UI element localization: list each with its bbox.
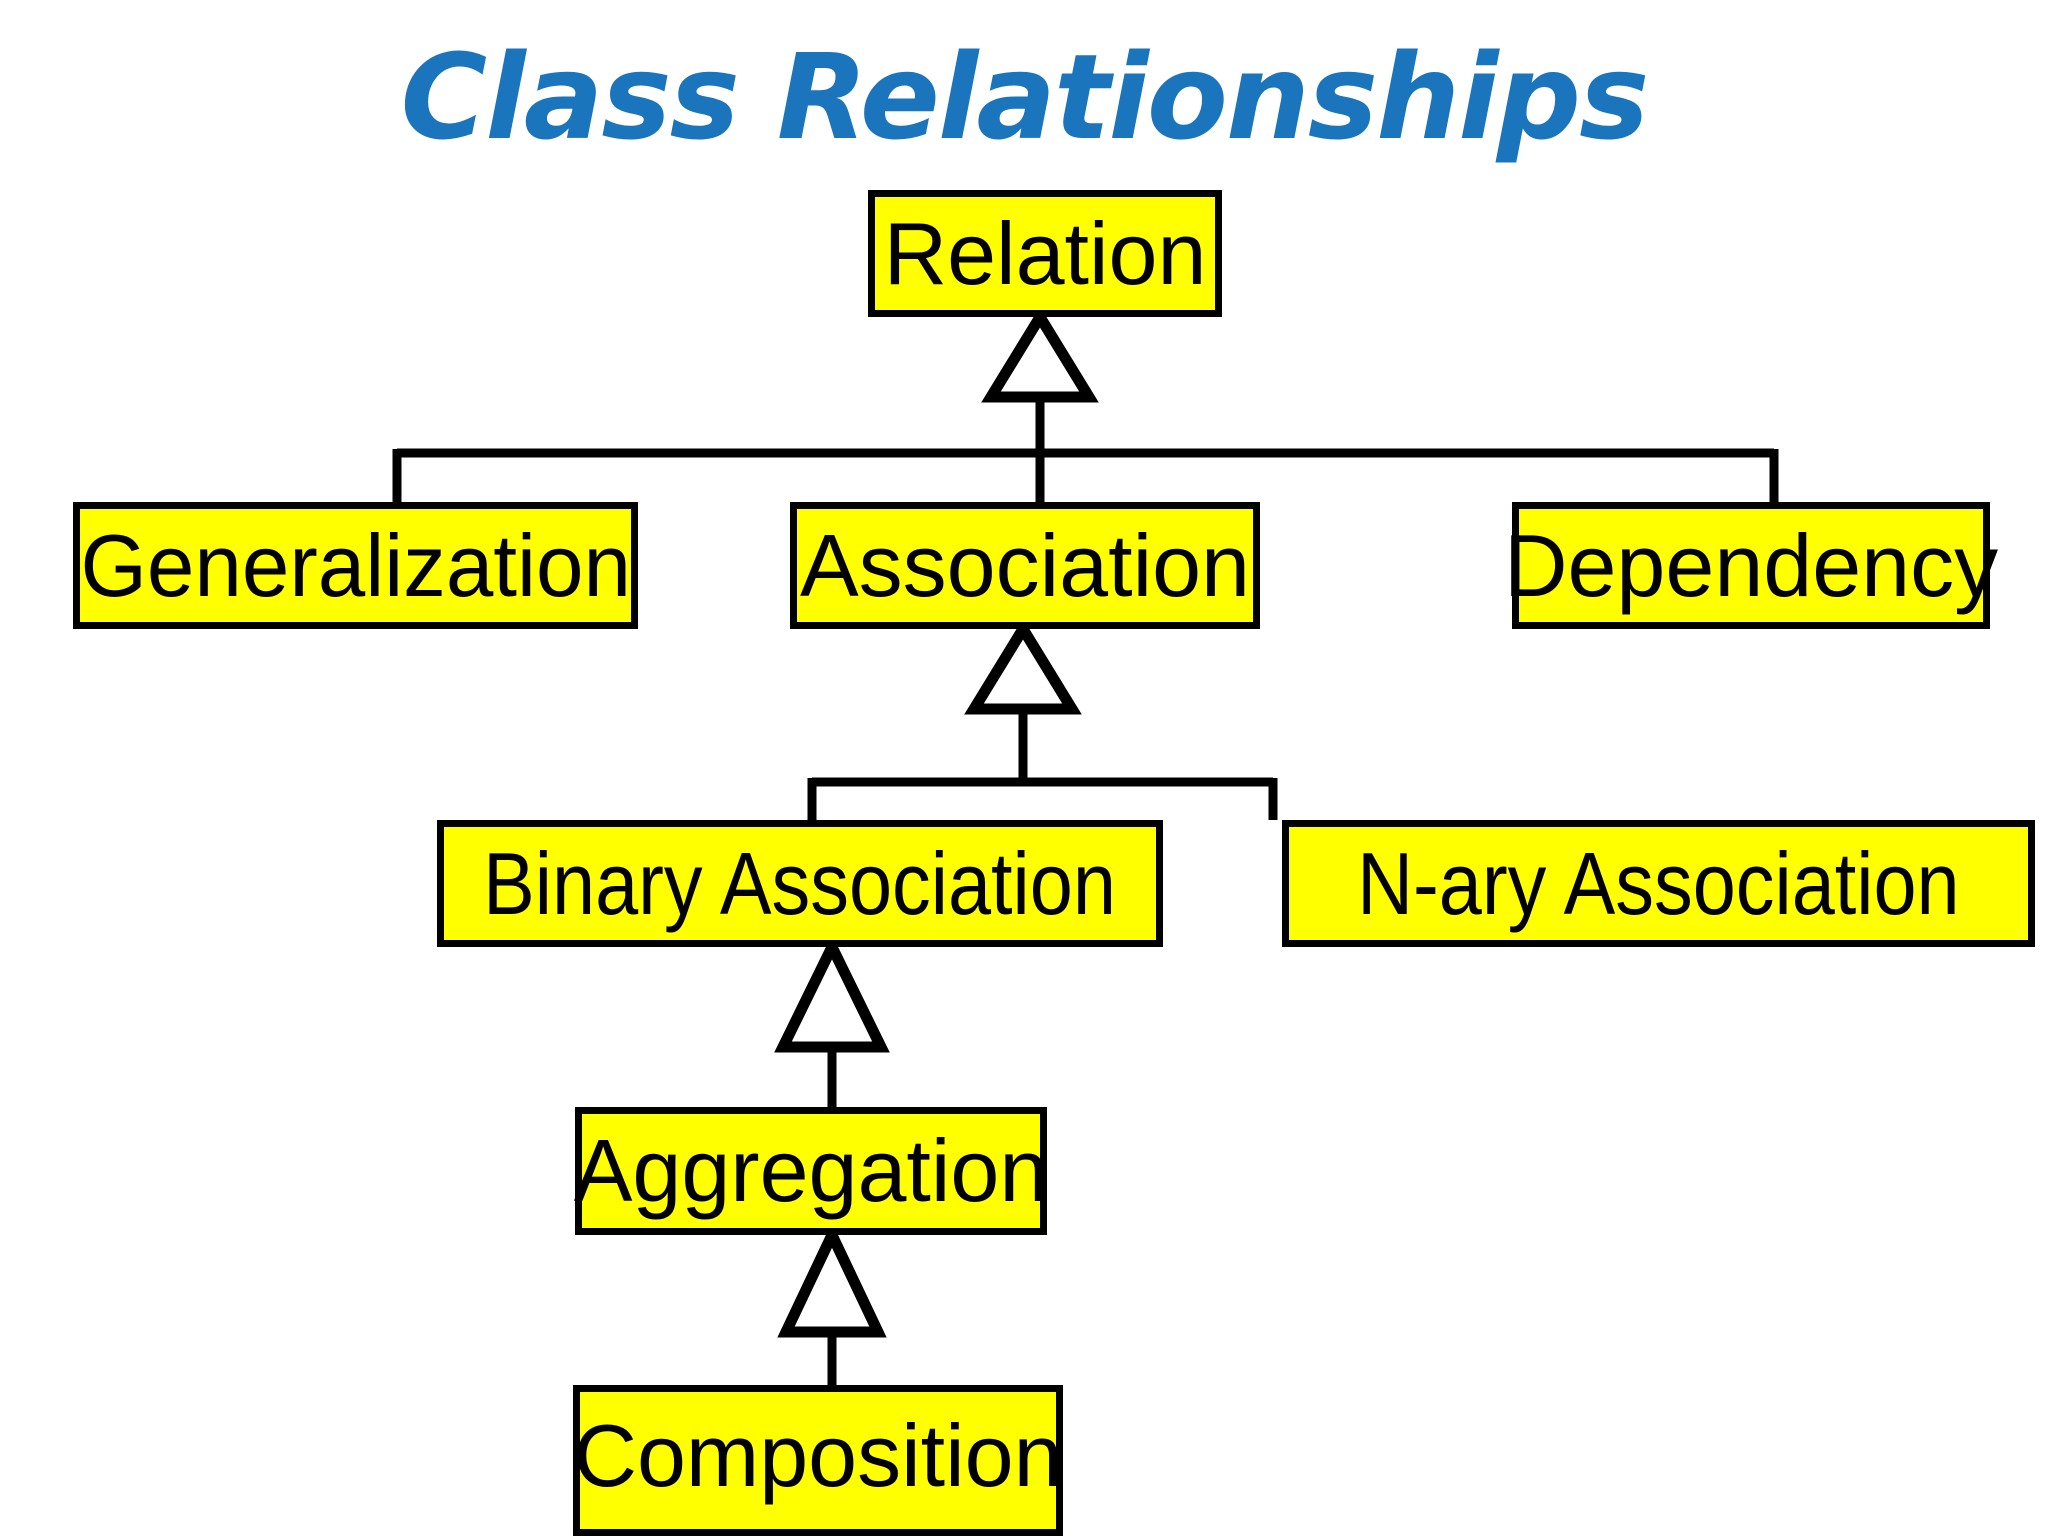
node-aggregation-label: Aggregation <box>573 1121 1049 1220</box>
node-relation[interactable]: Relation <box>868 190 1222 317</box>
generalization-arrow-relation <box>981 306 1099 403</box>
node-binary-association-label: Binary Association <box>483 833 1117 933</box>
node-association-label: Association <box>799 515 1250 615</box>
generalization-arrow-binary <box>774 934 890 1053</box>
node-relation-label: Relation <box>883 203 1207 303</box>
node-dependency-label: Dependency <box>1503 515 1999 615</box>
generalization-arrow-association <box>964 618 1082 715</box>
node-generalization-label: Generalization <box>80 515 631 615</box>
page-title: Class Relationships <box>400 28 1650 166</box>
node-nary-association[interactable]: N-ary Association <box>1282 820 2035 947</box>
generalization-arrow-aggregation <box>777 1222 887 1338</box>
node-dependency[interactable]: Dependency <box>1504 502 1998 629</box>
node-association[interactable]: Association <box>790 502 1260 629</box>
node-aggregation[interactable]: Aggregation <box>573 1107 1049 1235</box>
node-generalization[interactable]: Generalization <box>73 502 638 629</box>
node-binary-association[interactable]: Binary Association <box>437 820 1163 947</box>
node-composition-label: Composition <box>573 1405 1063 1505</box>
node-composition[interactable]: Composition <box>573 1385 1063 1536</box>
node-nary-association-label: N-ary Association <box>1357 833 1960 933</box>
